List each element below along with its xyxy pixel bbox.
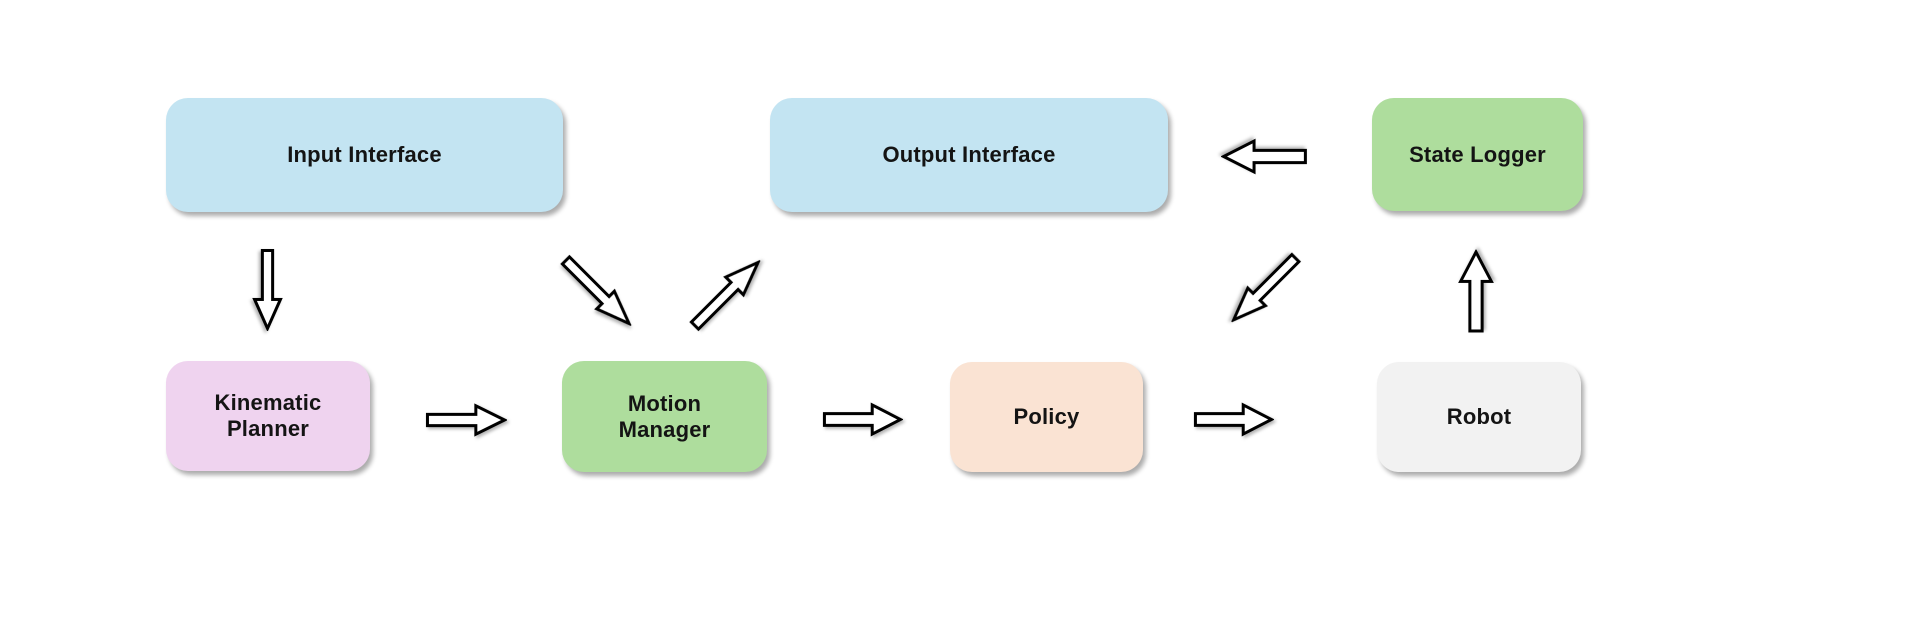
arrow-down-right-input-to-motion-icon: [553, 248, 641, 336]
arrow-up-right-motion-to-output-icon: [682, 250, 770, 338]
node-robot: Robot: [1377, 362, 1581, 472]
node-policy: Policy: [950, 362, 1143, 472]
node-motion-manager: Motion Manager: [562, 361, 767, 472]
node-kinematic-planner: Kinematic Planner: [166, 361, 370, 471]
node-state-logger: State Logger: [1372, 98, 1583, 211]
arrow-right-kinematic-to-motion-icon: [425, 403, 507, 437]
node-input-interface: Input Interface: [166, 98, 563, 212]
arrow-right-motion-to-policy-icon: [822, 402, 903, 437]
arrow-left-logger-to-output-icon: [1221, 138, 1308, 175]
arrow-down-left-logger-to-policy-icon: [1221, 246, 1308, 333]
arrow-down-input-to-kinematic-icon: [252, 248, 283, 331]
arrow-up-robot-to-logger-icon: [1458, 250, 1495, 334]
node-output-interface: Output Interface: [770, 98, 1168, 212]
arrow-right-policy-to-robot-icon: [1193, 402, 1274, 437]
